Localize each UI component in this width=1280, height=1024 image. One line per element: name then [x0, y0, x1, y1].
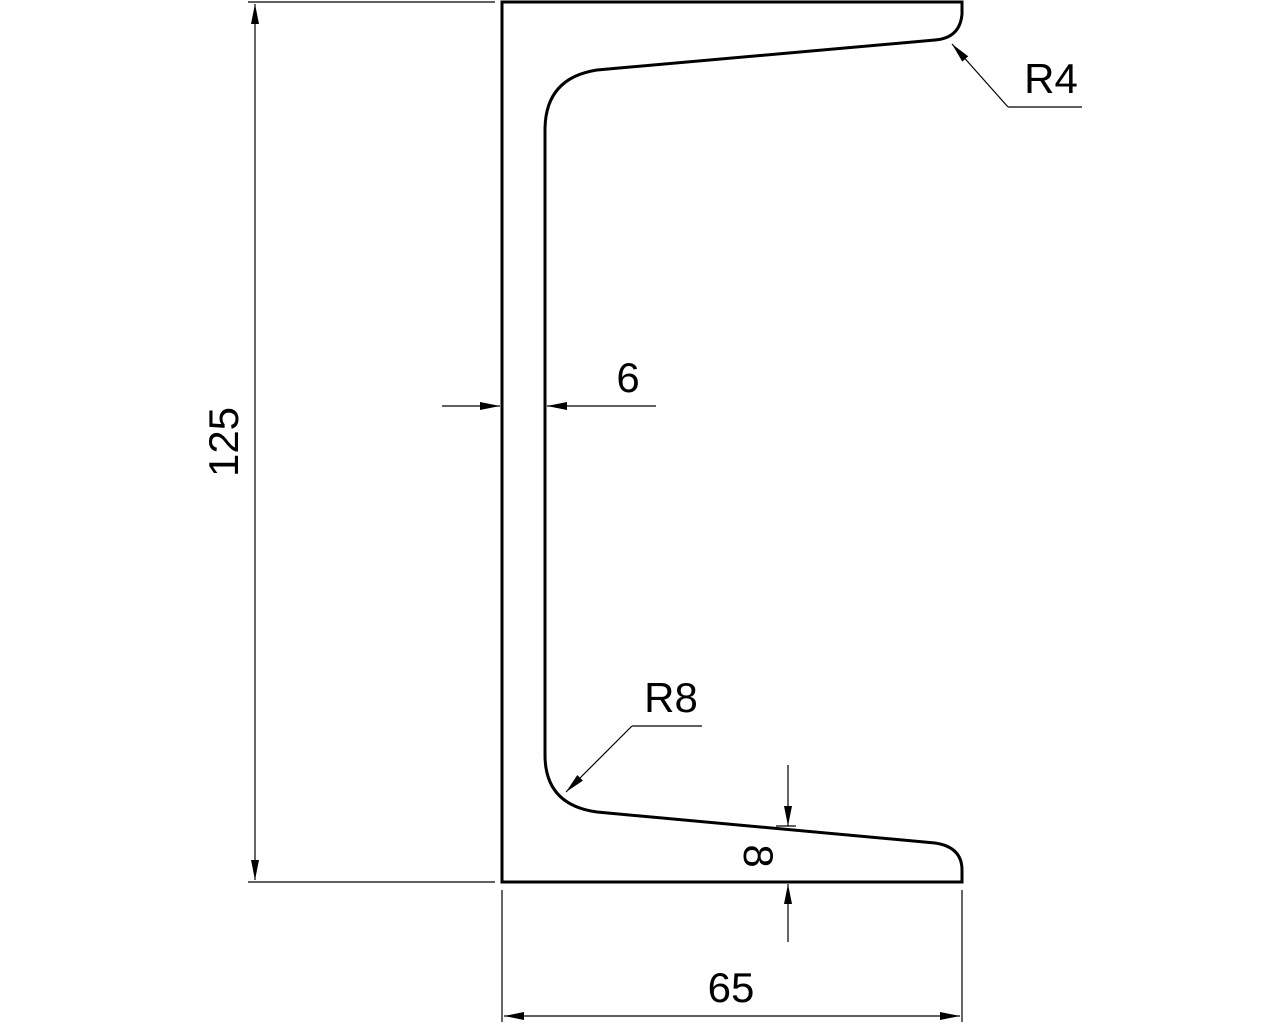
flange-thickness-dimension: [776, 765, 796, 942]
fillet-radius-leader: [565, 725, 702, 793]
height-label: 125: [200, 407, 247, 477]
tip-radius-label: R4: [1024, 55, 1078, 102]
flange-thickness-label: 8: [735, 844, 782, 867]
width-label: 65: [708, 964, 755, 1011]
channel-profile: [500, 0, 964, 884]
fillet-radius-label: R8: [644, 674, 698, 721]
tip-radius-leader: [951, 43, 1082, 108]
web-thickness-label: 6: [616, 354, 639, 401]
height-dimension: [248, 1, 495, 883]
width-dimension: [501, 890, 963, 1022]
